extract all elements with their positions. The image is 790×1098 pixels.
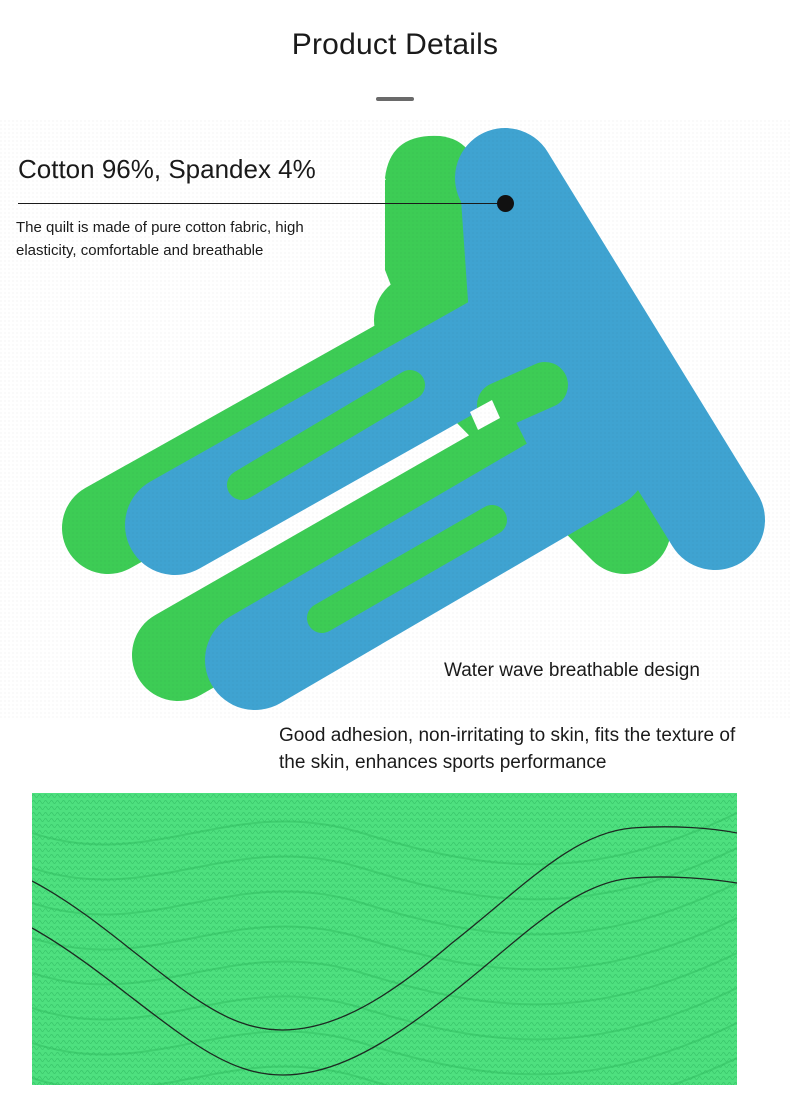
glue-wave-lines bbox=[32, 826, 737, 1076]
material-description: The quilt is made of pure cotton fabric,… bbox=[16, 219, 304, 259]
page-title: Product Details bbox=[291, 28, 499, 61]
title-underline bbox=[376, 97, 414, 101]
wave-design-label: Water wave breathable design bbox=[444, 660, 700, 681]
texture-closeup-image bbox=[32, 793, 737, 1085]
adhesion-description: Good adhesion, non-irritating to skin, f… bbox=[279, 725, 736, 773]
callout-line bbox=[18, 203, 504, 204]
callout-dot-icon bbox=[497, 195, 514, 212]
material-heading: Cotton 96%, Spandex 4% bbox=[18, 154, 316, 184]
product-image bbox=[0, 118, 790, 718]
